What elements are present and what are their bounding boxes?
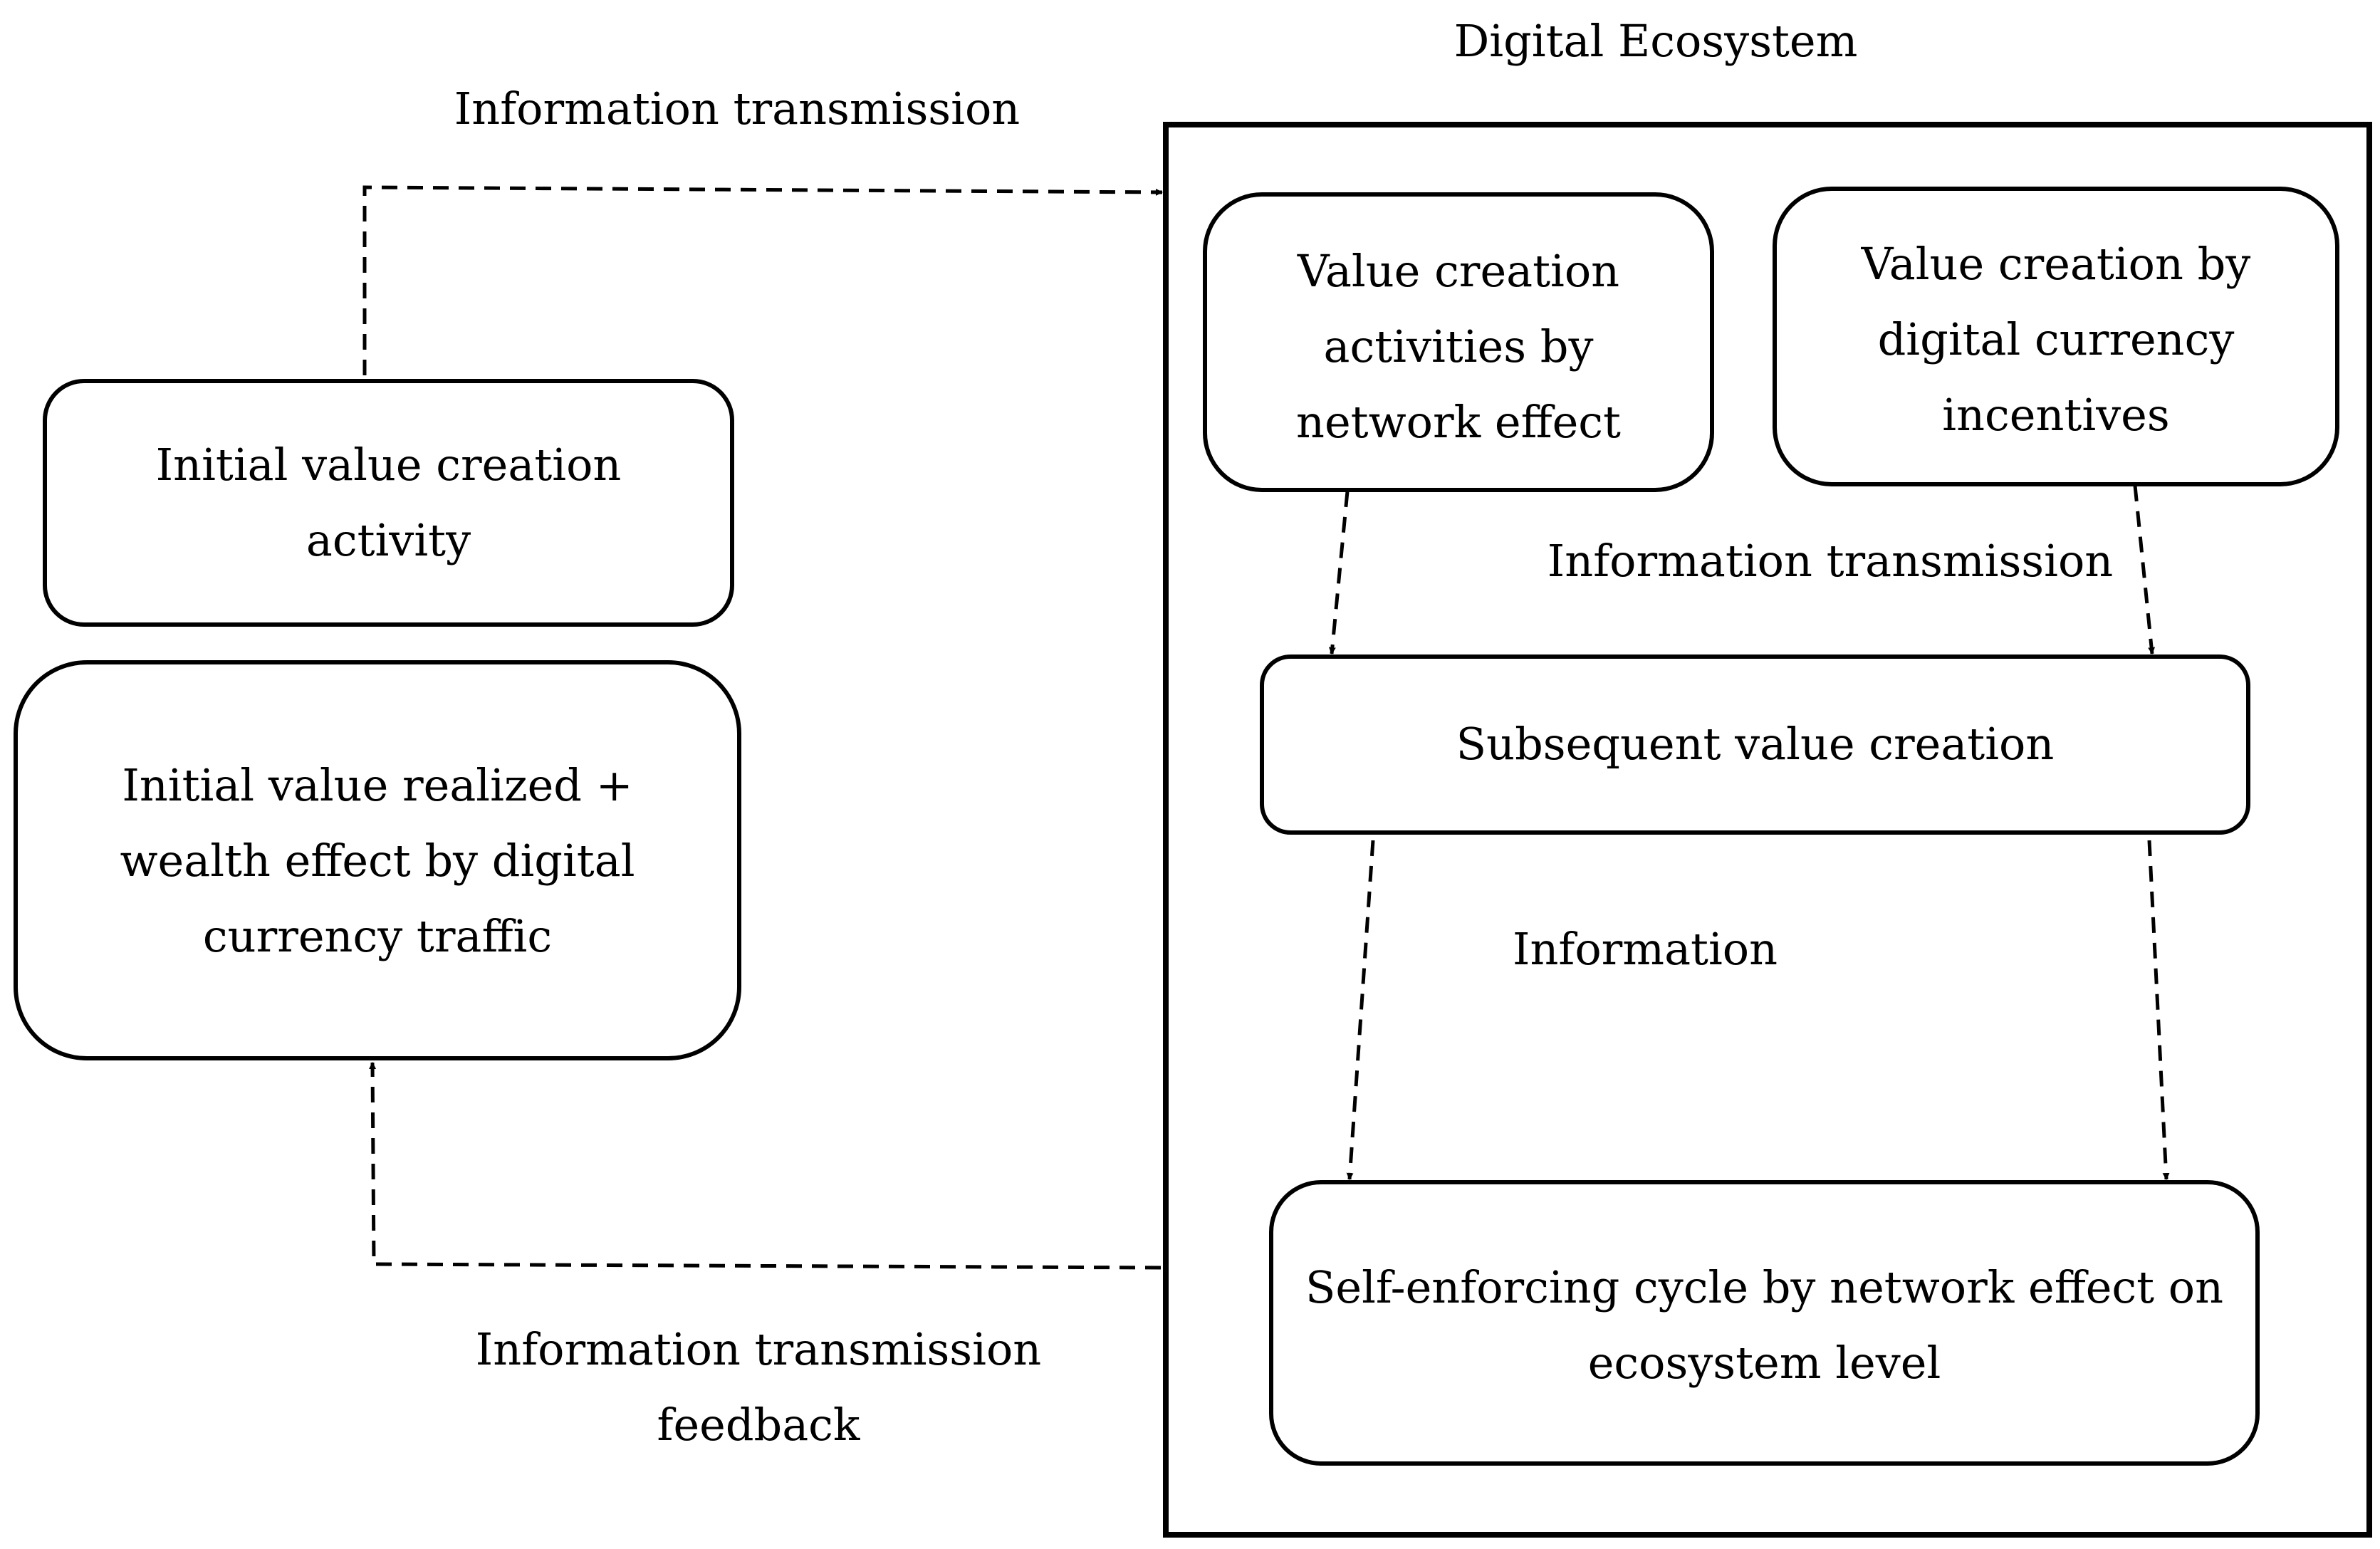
- subsequent-box: [1260, 654, 2250, 835]
- node-label-network-effect: Value creation activities by network eff…: [1296, 245, 1621, 448]
- edge-subsequent-to-self-left: [1346, 840, 1375, 1180]
- currency-incentives-box: [1773, 187, 2339, 486]
- node-label-self-enforcing: Self-enforcing cycle by network effect o…: [1305, 1261, 2224, 1389]
- self-enforcing-box: [1269, 1180, 2260, 1466]
- initial-realized-box: [14, 660, 741, 1060]
- network-effect-box: [1203, 192, 1714, 492]
- edge-network-to-subsequent: [1328, 491, 1350, 654]
- edge-label-middle: Information transmission: [1547, 535, 2114, 587]
- edge-label-lower: Information: [1512, 923, 1778, 975]
- initial-activity-box: [43, 379, 734, 627]
- edge-incentives-to-subsequent: [2133, 485, 2156, 654]
- edge-label-feedback: Information transmission feedback: [475, 1323, 1042, 1451]
- edge-initial-to-ecosystem: [362, 185, 1163, 375]
- edge-subsequent-to-self-right: [2147, 840, 2170, 1180]
- ecosystem-frame: [1163, 122, 2372, 1538]
- ecosystem-title: Digital Ecosystem: [1453, 15, 1858, 67]
- node-label-subsequent: Subsequent value creation: [1456, 718, 2055, 770]
- node-label-currency-incentives: Value creation by digital currency incen…: [1861, 238, 2251, 441]
- edge-feedback: [369, 1062, 1162, 1270]
- node-label-initial-activity: Initial value creation activity: [155, 439, 622, 566]
- edge-label-top: Information transmission: [454, 83, 1021, 135]
- node-label-initial-realized: Initial value realized + wealth effect b…: [120, 759, 635, 962]
